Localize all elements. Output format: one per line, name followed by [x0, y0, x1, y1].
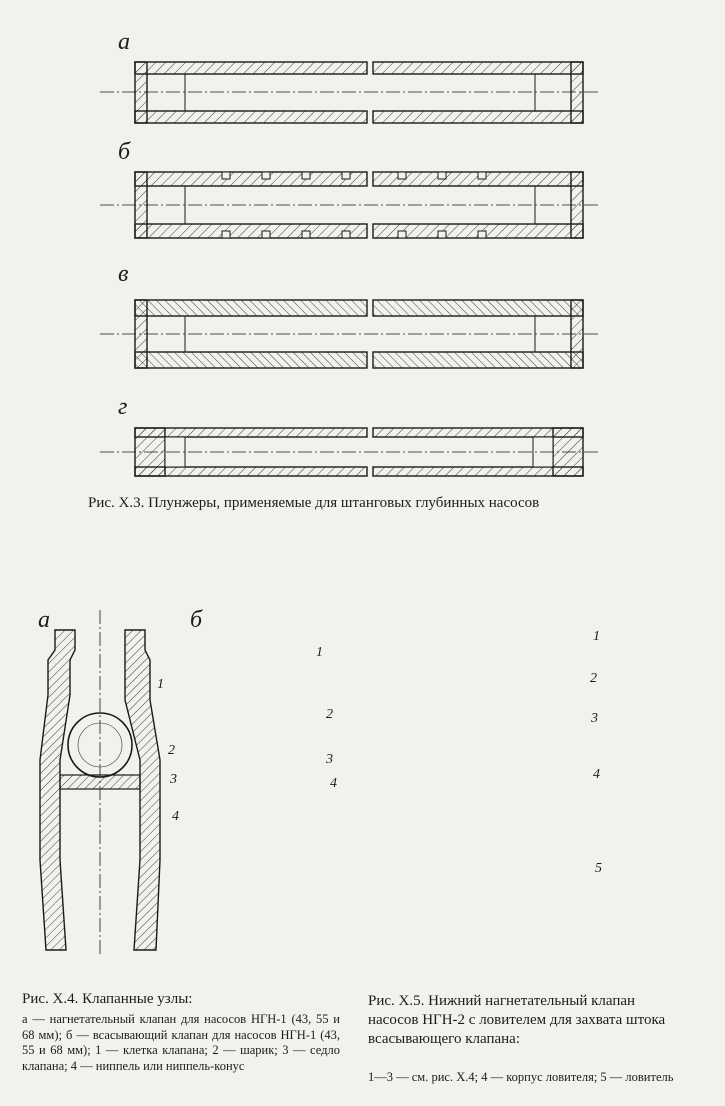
plunger-b: [100, 171, 600, 239]
fig4b-callout-4: 4: [330, 776, 337, 791]
fig4b-callout-2: 2: [326, 707, 333, 722]
plunger-a: [100, 61, 600, 124]
fig5-callout-3: 3: [591, 711, 598, 726]
plunger-drawings: [100, 61, 600, 477]
fig4-caption-title: Рис. X.4. Клапанные узлы:: [22, 991, 193, 1007]
fig4-label-b: б: [190, 607, 203, 633]
fig3-label-b: б: [118, 139, 131, 165]
fig3-label-a: а: [118, 29, 130, 55]
fig5-callout-5: 5: [595, 861, 602, 876]
fig4b-callout-3: 3: [326, 752, 333, 767]
plunger-v: [100, 299, 600, 369]
fig4a-callout-3: 3: [170, 772, 177, 787]
fig4a-callout-4: 4: [172, 809, 179, 824]
fig3-label-g: г: [118, 394, 128, 420]
fig4-label-a: а: [38, 607, 50, 633]
fig4-caption-text: а — нагнетательный клапан для насосов НГ…: [22, 1012, 340, 1073]
fig5-callout-2: 2: [590, 671, 597, 686]
fig5-callout-1: 1: [593, 629, 600, 644]
fig5-callout-4: 4: [593, 767, 600, 782]
fig3-label-v: в: [118, 261, 129, 287]
fig4a-callout-1: 1: [157, 677, 164, 692]
fig3-caption: Рис. X.3. Плунжеры, применяемые для штан…: [88, 495, 540, 511]
valve-a: [39, 610, 161, 955]
fig4b-callout-1: 1: [316, 645, 323, 660]
plunger-g: [100, 427, 600, 477]
fig5-caption-text: 1—3 — см. рис. X.4; 4 — корпус ловителя;…: [368, 1070, 674, 1084]
fig4a-callout-2: 2: [168, 743, 175, 758]
fig5-caption-title: Рис. X.5. Нижний нагнетательный клапан н…: [368, 993, 666, 1047]
valve-drawings: [39, 610, 161, 955]
